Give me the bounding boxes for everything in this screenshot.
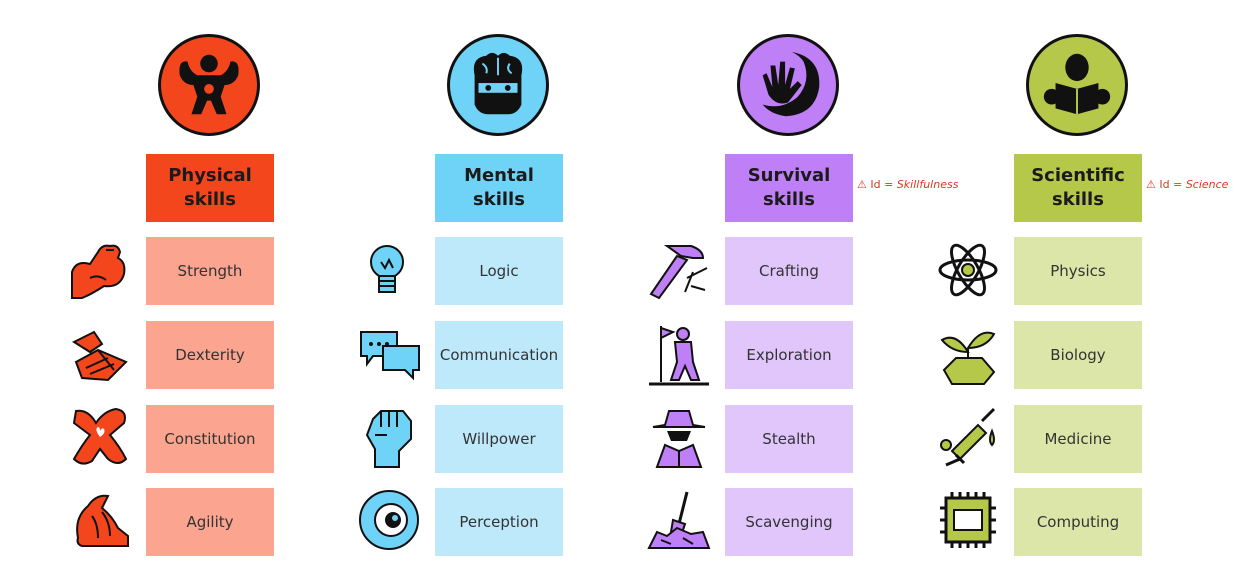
survival-id-note: ⚠ Id = Skillfulness [857, 178, 958, 191]
brain-face-icon [473, 52, 523, 115]
header-title-line1: Survival [747, 165, 831, 186]
column-survival: Survival skills ⚠ Id = Skillfulness Craft… [647, 0, 958, 578]
scientific-skills-header: Scientific skills [1014, 154, 1142, 222]
header-title-line2: skills [473, 189, 525, 210]
spy-hat-icon [647, 405, 711, 469]
skill-tile-agility: Agility [146, 488, 274, 556]
atom-icon [936, 238, 1000, 302]
skill-tile-exploration: Exploration [725, 321, 853, 389]
skill-tile-dexterity: Dexterity [146, 321, 274, 389]
skill-tile-perception: Perception [435, 488, 563, 556]
physical-emblem [158, 34, 260, 136]
skill-tile-crafting: Crafting [725, 237, 853, 305]
note-prefix: Id = [1159, 178, 1186, 191]
column-mental: Mental skills Logic Communication Willpow… [357, 0, 657, 578]
header-title-line1: Mental [464, 165, 534, 186]
header-title-line2: skills [184, 189, 236, 210]
shovel-pile-icon [647, 488, 711, 552]
survival-skills-header: Survival skills [725, 154, 853, 222]
sprout-icon [936, 322, 1000, 386]
skill-tile-willpower: Willpower [435, 405, 563, 473]
heart-body-icon [68, 405, 132, 469]
reader-book-icon [1043, 53, 1111, 115]
skill-tile-logic: Logic [435, 237, 563, 305]
skill-tile-stealth: Stealth [725, 405, 853, 473]
skill-tile-scavenging: Scavenging [725, 488, 853, 556]
note-value: Science [1185, 178, 1229, 191]
warning-icon: ⚠ [857, 178, 867, 191]
note-value: Skillfulness [896, 178, 959, 191]
note-prefix: Id = [870, 178, 897, 191]
hammer-icon [647, 238, 711, 302]
skill-tile-constitution: Constitution [146, 405, 274, 473]
muscle-arm-icon [68, 238, 132, 302]
skill-tile-strength: Strength [146, 237, 274, 305]
header-title-line2: skills [763, 189, 815, 210]
warning-icon: ⚠ [1146, 178, 1156, 191]
syringe-icon [936, 405, 1000, 469]
skill-tile-physics: Physics [1014, 237, 1142, 305]
microchip-icon [936, 488, 1000, 552]
mental-skills-header: Mental skills [435, 154, 563, 222]
explorer-flag-icon [647, 322, 711, 386]
header-title-line1: Scientific [1031, 165, 1125, 186]
physical-skills-header: Physical skills [146, 154, 274, 222]
mental-emblem [447, 34, 549, 136]
skill-tile-medicine: Medicine [1014, 405, 1142, 473]
skill-tile-computing: Computing [1014, 488, 1142, 556]
flexing-figure-icon [179, 54, 239, 115]
running-shoe-icon [68, 488, 132, 552]
hands-icon [68, 322, 132, 386]
scientific-id-note: ⚠ Id = Science [1146, 178, 1228, 191]
raised-fist-icon [357, 405, 421, 469]
scientific-emblem [1026, 34, 1128, 136]
column-physical: Physical skills Strength Dexterity Consti… [68, 0, 368, 578]
speech-bubbles-icon [357, 322, 421, 386]
hand-moon-icon [762, 51, 820, 117]
header-title-line2: skills [1052, 189, 1104, 210]
header-title-line1: Physical [168, 165, 252, 186]
skill-tile-communication: Communication [435, 321, 563, 389]
skill-tile-biology: Biology [1014, 321, 1142, 389]
survival-emblem [737, 34, 839, 136]
lightbulb-icon [357, 238, 421, 302]
eye-icon [357, 488, 421, 552]
